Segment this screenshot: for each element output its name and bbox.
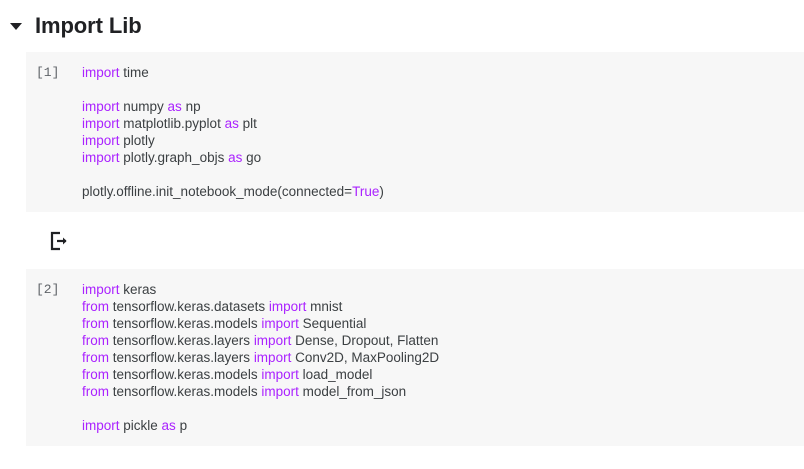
code-text: time <box>119 65 149 80</box>
code-text: go <box>242 150 262 165</box>
code-keyword: import <box>253 350 292 365</box>
caret-down-icon[interactable] <box>5 15 27 37</box>
code-keyword: as <box>167 99 182 114</box>
code-keyword: as <box>161 418 176 433</box>
code-line <box>82 400 796 417</box>
code-text: pickle <box>119 418 162 433</box>
code-keyword: import <box>253 333 292 348</box>
code-keyword: import <box>261 367 299 382</box>
code-text: tensorflow.keras.models <box>109 367 262 382</box>
code-keyword: from <box>82 316 109 331</box>
code-line: from tensorflow.keras.datasets import mn… <box>82 298 796 315</box>
code-text: tensorflow.keras.datasets <box>109 299 269 314</box>
code-keyword: import <box>82 116 120 131</box>
code-text: plotly <box>119 133 155 148</box>
code-line <box>82 166 796 183</box>
code-text: Sequential <box>298 316 367 331</box>
output-arrow-icon[interactable] <box>48 230 70 252</box>
code-text: tensorflow.keras.layers <box>109 333 254 348</box>
code-text: np <box>181 99 201 114</box>
code-keyword: from <box>82 350 109 365</box>
code-text: mnist <box>306 299 343 314</box>
code-text: load_model <box>298 367 373 382</box>
page-title: Import Lib <box>35 13 142 38</box>
execution-count: [1] <box>36 65 60 80</box>
code-line: from tensorflow.keras.layers import Dens… <box>82 332 796 349</box>
code-text: tensorflow.keras.models <box>109 384 262 399</box>
code-line: import pickle as p <box>82 417 796 434</box>
code-text: numpy <box>119 99 168 114</box>
code-line: import numpy as np <box>82 98 796 115</box>
code-text: tensorflow.keras.layers <box>109 350 254 365</box>
code-text: plotly.offline.init_notebook_mode(connec… <box>82 184 353 199</box>
code-keyword: as <box>228 150 243 165</box>
code-text: matplotlib.pyplot <box>119 116 225 131</box>
code-text: plotly.graph_objs <box>119 150 229 165</box>
code-text: Dense, Dropout, Flatten <box>291 333 439 348</box>
code-text: ) <box>379 184 384 199</box>
code-line: import keras <box>82 281 796 298</box>
code-text: p <box>175 418 188 433</box>
code-keyword: import <box>82 282 120 297</box>
code-keyword: True <box>352 184 380 199</box>
code-keyword: as <box>224 116 239 131</box>
code-line <box>82 81 796 98</box>
code-keyword: from <box>82 367 109 382</box>
code-line: import matplotlib.pyplot as plt <box>82 115 796 132</box>
code-keyword: from <box>82 333 109 348</box>
code-text: keras <box>119 282 157 297</box>
code-line: from tensorflow.keras.layers import Conv… <box>82 349 796 366</box>
code-keyword: import <box>82 133 120 148</box>
cell-output-area <box>26 212 804 269</box>
code-line: from tensorflow.keras.models import load… <box>82 366 796 383</box>
code-line: import plotly.graph_objs as go <box>82 149 796 166</box>
code-line: import time <box>82 64 796 81</box>
code-text: Conv2D, MaxPooling2D <box>291 350 440 365</box>
code-text: tensorflow.keras.models <box>109 316 262 331</box>
code-keyword: from <box>82 384 109 399</box>
code-keyword: import <box>261 384 299 399</box>
execution-count: [2] <box>36 282 60 297</box>
code-keyword: import <box>268 299 307 314</box>
code-line: import plotly <box>82 132 796 149</box>
code-keyword: import <box>82 418 120 433</box>
code-line: from tensorflow.keras.models import mode… <box>82 383 796 400</box>
code-text: model_from_json <box>298 384 407 399</box>
code-text: plt <box>238 116 257 131</box>
section-header: Import Lib <box>0 0 804 52</box>
code-keyword: import <box>261 316 299 331</box>
code-keyword: import <box>82 150 120 165</box>
code-line: from tensorflow.keras.models import Sequ… <box>82 315 796 332</box>
code-keyword: from <box>82 299 109 314</box>
code-keyword: import <box>82 65 120 80</box>
code-keyword: import <box>82 99 120 114</box>
code-line: plotly.offline.init_notebook_mode(connec… <box>82 183 796 200</box>
